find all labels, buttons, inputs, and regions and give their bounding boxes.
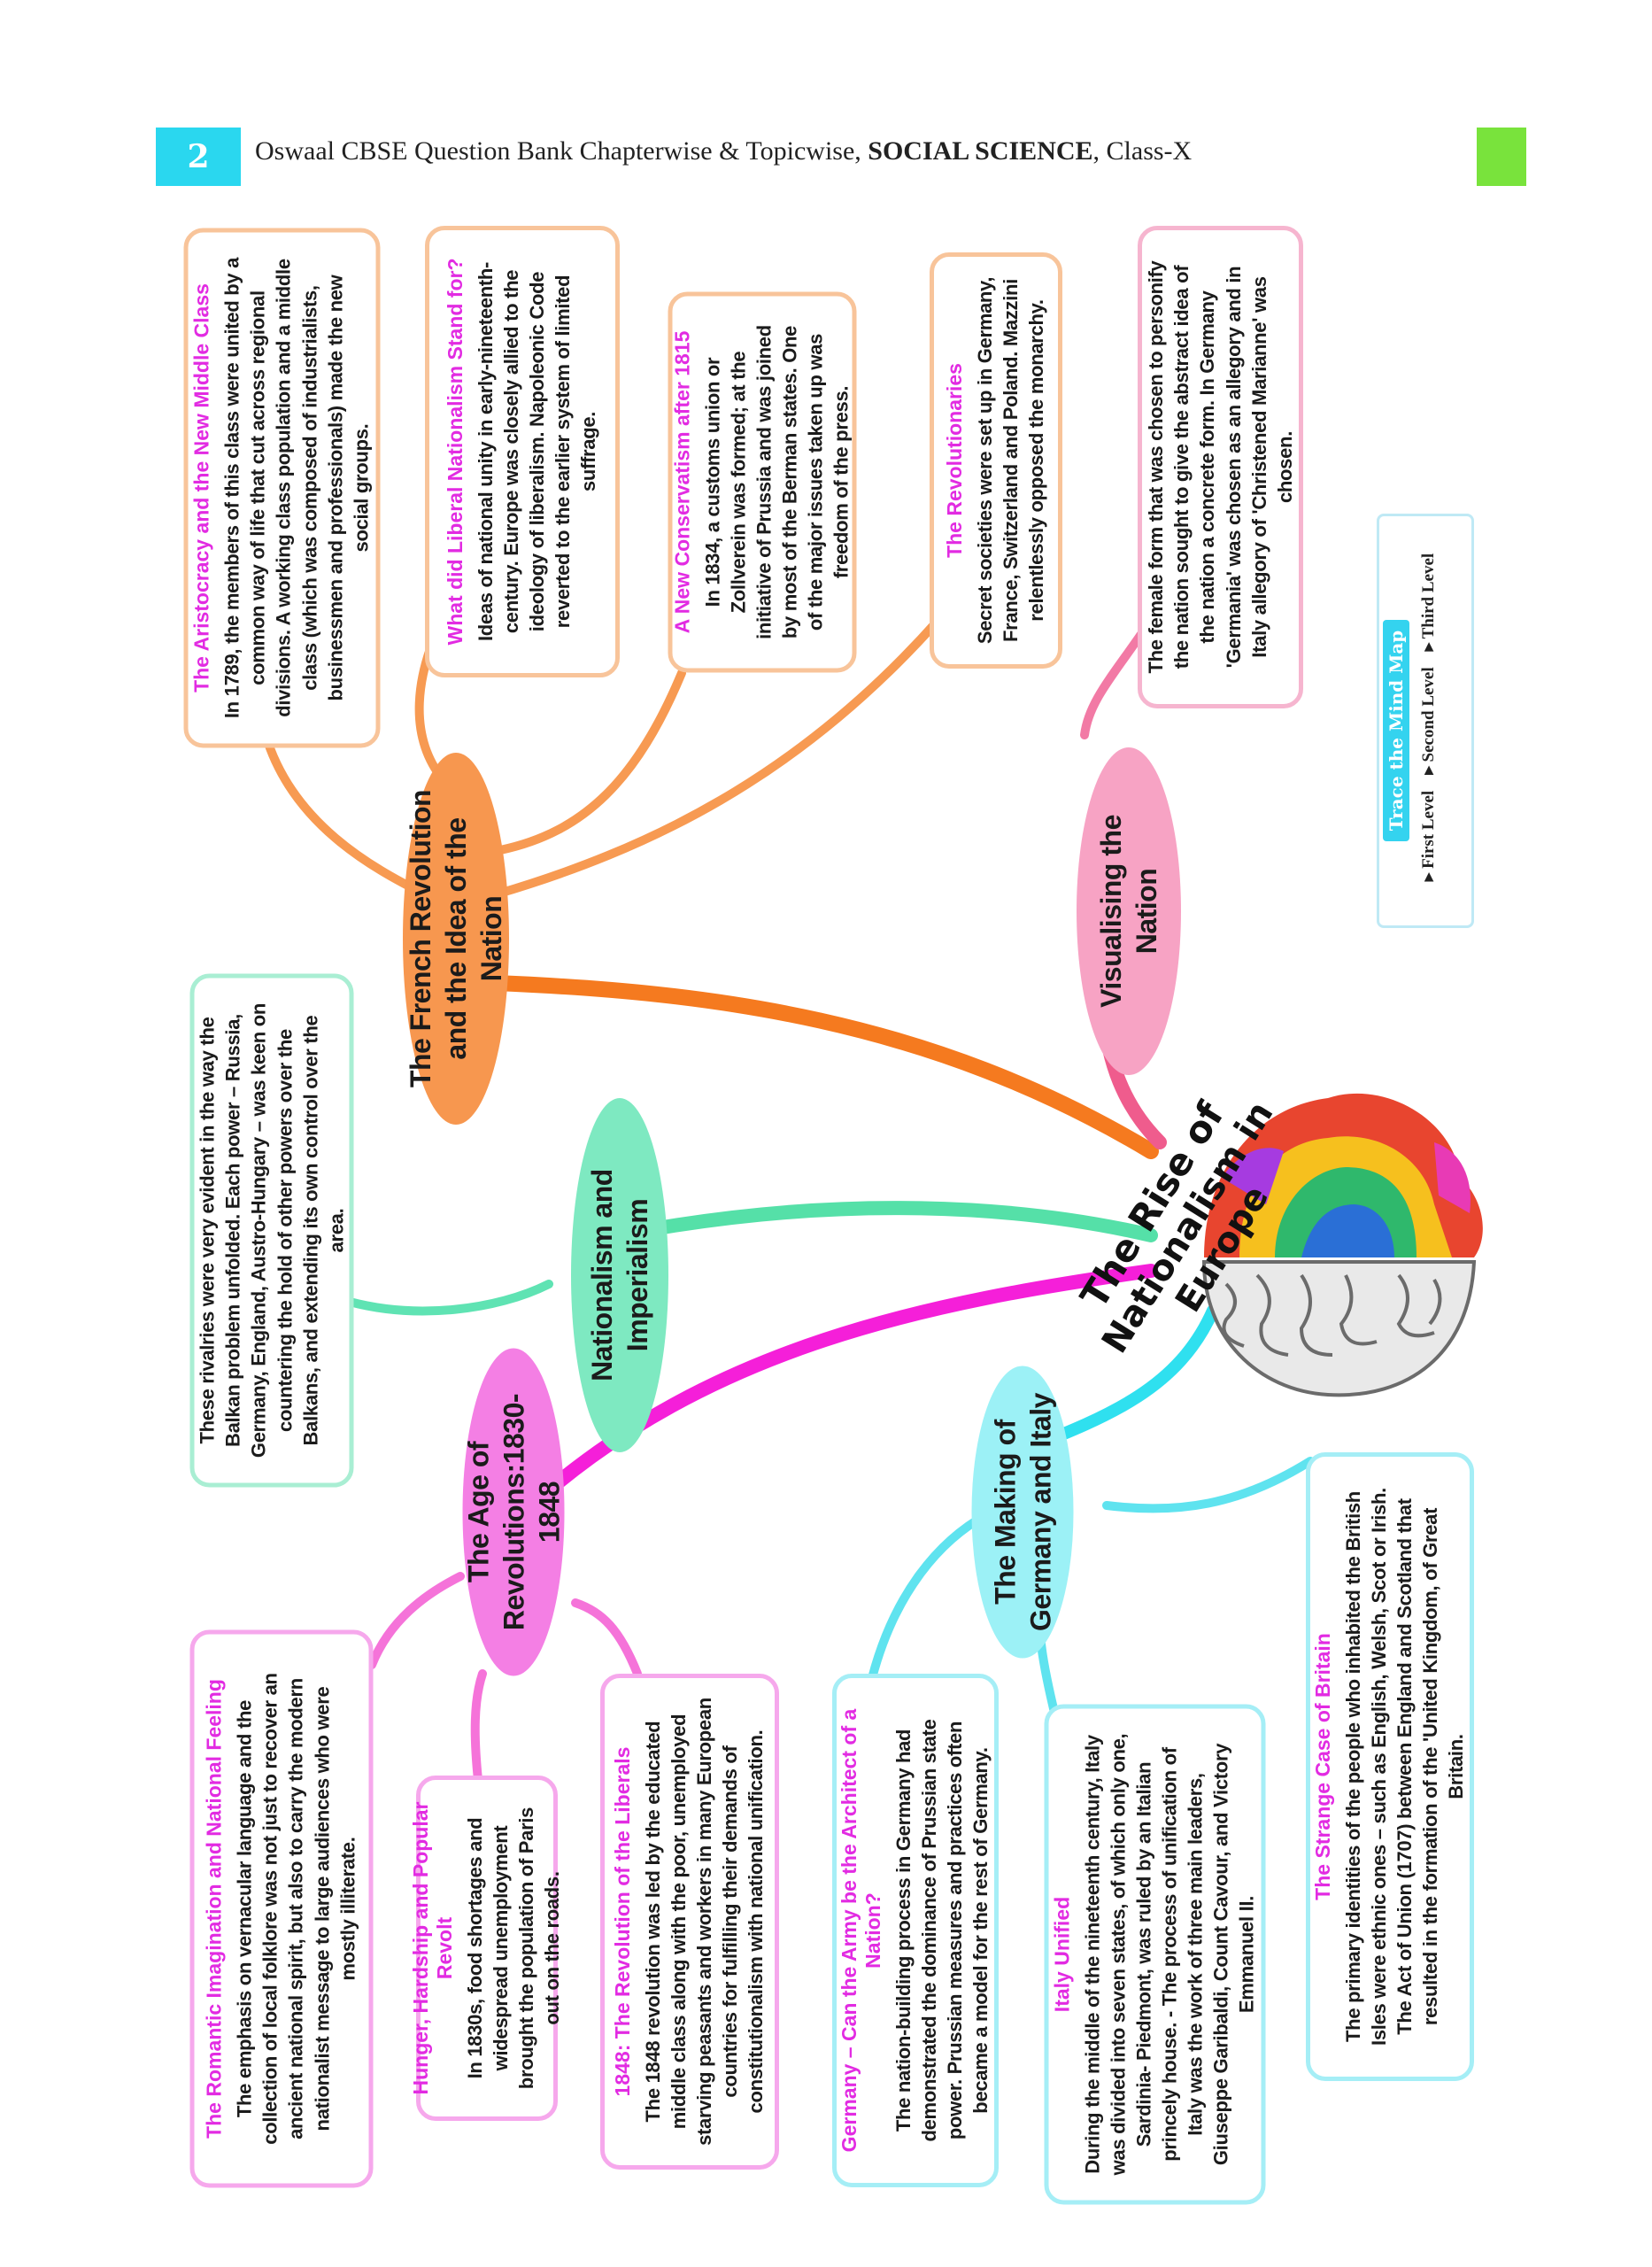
link-aristocracy <box>261 731 429 899</box>
card-britain-body: The primary identities of the people who… <box>1341 1488 1468 2046</box>
card-hunger-body: In 1830s, food shortages and widespread … <box>463 1807 564 2090</box>
card-revolutionaries-title: The Revolutionaries <box>942 363 966 558</box>
card-liberals-body: The 1848 revolution was led by the educa… <box>641 1698 768 2146</box>
book-title: Oswaal CBSE Question Bank Chapterwise & … <box>255 136 868 166</box>
node-age-of-revolutions: The Age of Revolutions:1830-1848 <box>462 1348 565 1676</box>
card-liberal-body: Ideas of national unity in early-ninetee… <box>474 261 600 642</box>
card-italy-unified: Italy Unified During the middle of the n… <box>1044 1704 1266 2205</box>
card-italy-title: Italy Unified <box>1050 1896 1074 2013</box>
card-aristocracy-title: The Aristocracy and the New Middle Class <box>189 283 213 692</box>
card-balkan-rivalries: These rivalries were very evident in the… <box>189 973 354 1488</box>
link-balkan <box>345 1280 553 1316</box>
legend-third-level: ▸ Third Level <box>1419 553 1438 652</box>
card-germany-army: Germany – Can the Army be the Architect … <box>832 1674 999 2187</box>
card-balkan-body: These rivalries were very evident in the… <box>196 1002 348 1458</box>
card-aristocracy: The Aristocracy and the New Middle Class… <box>183 228 381 748</box>
link-revolutionaries <box>491 615 943 899</box>
card-strange-case-britain: The Strange Case of Britain The primary … <box>1306 1452 1474 2081</box>
node-french-label: The French Revolution and the Idea of th… <box>405 789 507 1088</box>
card-romantic-title: The Romantic Imagination and National Fe… <box>202 1679 226 2139</box>
link-romantic <box>367 1572 465 1669</box>
node-age-label: The Age of Revolutions:1830-1848 <box>462 1393 565 1631</box>
node-visual-label: Visualising the Nation <box>1095 815 1162 1008</box>
legend-first-level: ▸ First Level <box>1419 790 1438 882</box>
link-conservatism <box>496 669 686 855</box>
node-french-revolution: The French Revolution and the Idea of th… <box>403 753 509 1125</box>
card-aristocracy-body: In 1789, the members of this class were … <box>220 257 373 719</box>
node-imperial-label: Nationalism and Imperialism <box>586 1169 653 1381</box>
legend-content: Trace the Mind Map ▸ First Level ▸ Secon… <box>1378 514 1466 921</box>
card-revolutionaries-body: Secret societies were set up in Germany,… <box>973 276 1048 645</box>
card-romantic-imagination: The Romantic Imagination and National Fe… <box>189 1629 374 2188</box>
running-header: Oswaal CBSE Question Bank Chapterwise & … <box>255 136 1192 166</box>
legend-title: Trace the Mind Map <box>1383 619 1409 842</box>
node-nationalism-imperialism: Nationalism and Imperialism <box>571 1098 668 1452</box>
node-germany-italy: The Making of Germany and Italy <box>971 1366 1074 1659</box>
card-revolution-liberals: 1848: The Revolution of the Liberals The… <box>600 1674 779 2170</box>
class-text: , Class-X <box>1092 136 1193 166</box>
arrow-icon: ▸ <box>1419 638 1438 652</box>
link-hunger <box>470 1669 487 1784</box>
arrow-icon: ▸ <box>1419 868 1438 882</box>
card-liberal-title: What did Liberal Nationalism Stand for? <box>443 258 467 646</box>
legend-second-level: ▸ Second Level <box>1419 667 1438 775</box>
card-liberals-title: 1848: The Revolution of the Liberals <box>610 1746 634 2097</box>
card-conservatism-body: In 1834, a customs union or Zollverein w… <box>701 325 853 639</box>
card-new-conservatism: A New Conservatism after 1815 In 1834, a… <box>668 291 857 673</box>
link-army <box>868 1510 992 1683</box>
card-army-body: The nation-building process in Germany h… <box>892 1719 992 2142</box>
card-revolutionaries: The Revolutionaries Secret societies wer… <box>930 252 1062 669</box>
link-britain <box>1102 1457 1315 1513</box>
link-liberals <box>571 1598 642 1678</box>
header-accent-bar <box>1477 128 1526 186</box>
card-britain-title: The Strange Case of Britain <box>1310 1633 1334 1900</box>
card-army-title: Germany – Can the Army be the Architect … <box>837 1708 884 2153</box>
subject-name: SOCIAL SCIENCE <box>868 136 1093 166</box>
node-germany-label: The Making of Germany and Italy <box>989 1393 1056 1631</box>
arrow-icon: ▸ <box>1419 762 1438 775</box>
brain-icon <box>1201 1093 1483 1397</box>
card-conservatism-title: A New Conservatism after 1815 <box>670 330 694 634</box>
branch-imperial <box>635 1201 1158 1242</box>
card-marianne-body: The female form that was chosen to perso… <box>1145 260 1296 674</box>
node-visualising-nation: Visualising the Nation <box>1077 747 1181 1075</box>
page-number: 2 <box>156 128 241 186</box>
card-hunger-hardship: Hunger, Hardship and Popular Revolt In 1… <box>409 1776 563 2121</box>
card-liberal-nationalism: What did Liberal Nationalism Stand for? … <box>425 226 620 677</box>
branch-french <box>488 975 1159 1159</box>
card-female-allegory: The female form that was chosen to perso… <box>1138 226 1303 708</box>
card-italy-body: During the middle of the nineteenth cent… <box>1081 1733 1258 2176</box>
card-hunger-title: Hunger, Hardship and Popular Revolt <box>408 1801 456 2095</box>
card-romantic-body: The emphasis on vernacular language and … <box>233 1673 359 2145</box>
